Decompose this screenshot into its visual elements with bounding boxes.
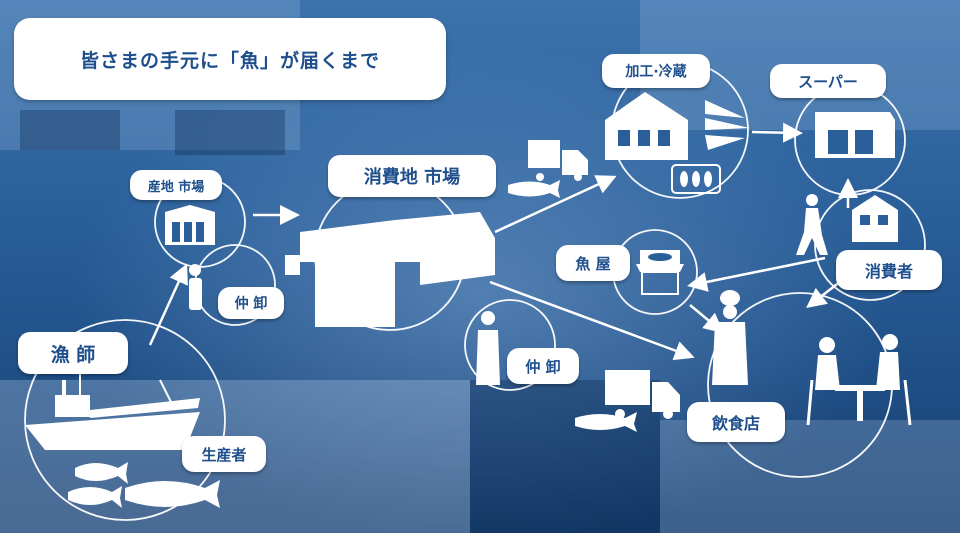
page-title: 皆さまの手元に「魚」が届くまで [79,49,380,72]
arrow-shohisha-to-sakanaya [687,256,826,292]
fish-icon [508,180,560,198]
arrow-kakou-to-super [751,122,803,143]
label-super: スーパー [770,64,886,98]
circle-shohisha [814,189,926,301]
warehouse-icon [605,92,688,160]
fish-icon [68,462,220,508]
circle-gyoshi [24,319,226,521]
circle-nakaoroshi-2 [464,299,556,391]
label-sakanaya: 魚 屋 [556,245,630,281]
label-inshokuten: 飲食店 [687,402,785,442]
bg-sign-left [20,110,120,150]
label-shohisha: 消費者 [836,250,942,290]
arrow-gyoshi-to-sanchi [148,263,188,346]
arrow-shohichi-to-inshokuten [489,280,695,361]
dried-fish-icon [671,100,750,194]
fish-icon [575,412,637,432]
consumer-market-building-icon [285,212,495,327]
market-building-icon [165,205,215,245]
dining-couple-icon [806,334,912,426]
title-box: 皆さまの手元に「魚」が届くまで [14,18,446,100]
walking-person-icon [796,194,828,255]
label-shohichi-ichiba: 消費地 市場 [328,155,496,197]
fish-shop-icon [636,250,684,295]
label-nakaoroshi-2: 仲 卸 [507,348,579,384]
wholesaler-person-icon [476,311,500,385]
label-kakou-reizou: 加工·冷蔵 [602,54,710,88]
label-gyoshi: 漁 師 [18,332,128,374]
truck-icon [528,140,588,181]
chef-icon [712,290,748,385]
label-sanchi-ichiba: 産地 市場 [130,170,222,200]
bg-sign-center [175,110,285,155]
label-nakaoroshi-1: 仲 卸 [218,287,284,319]
label-seisansha: 生産者 [182,436,266,472]
supermarket-icon [815,112,895,158]
bg-aisle [470,380,660,533]
arrow-shohichi-to-kakou [494,175,617,234]
house-icon [852,195,898,242]
truck-icon [605,370,680,419]
wholesaler-person-icon [189,264,202,310]
fishing-boat-icon [25,370,200,450]
